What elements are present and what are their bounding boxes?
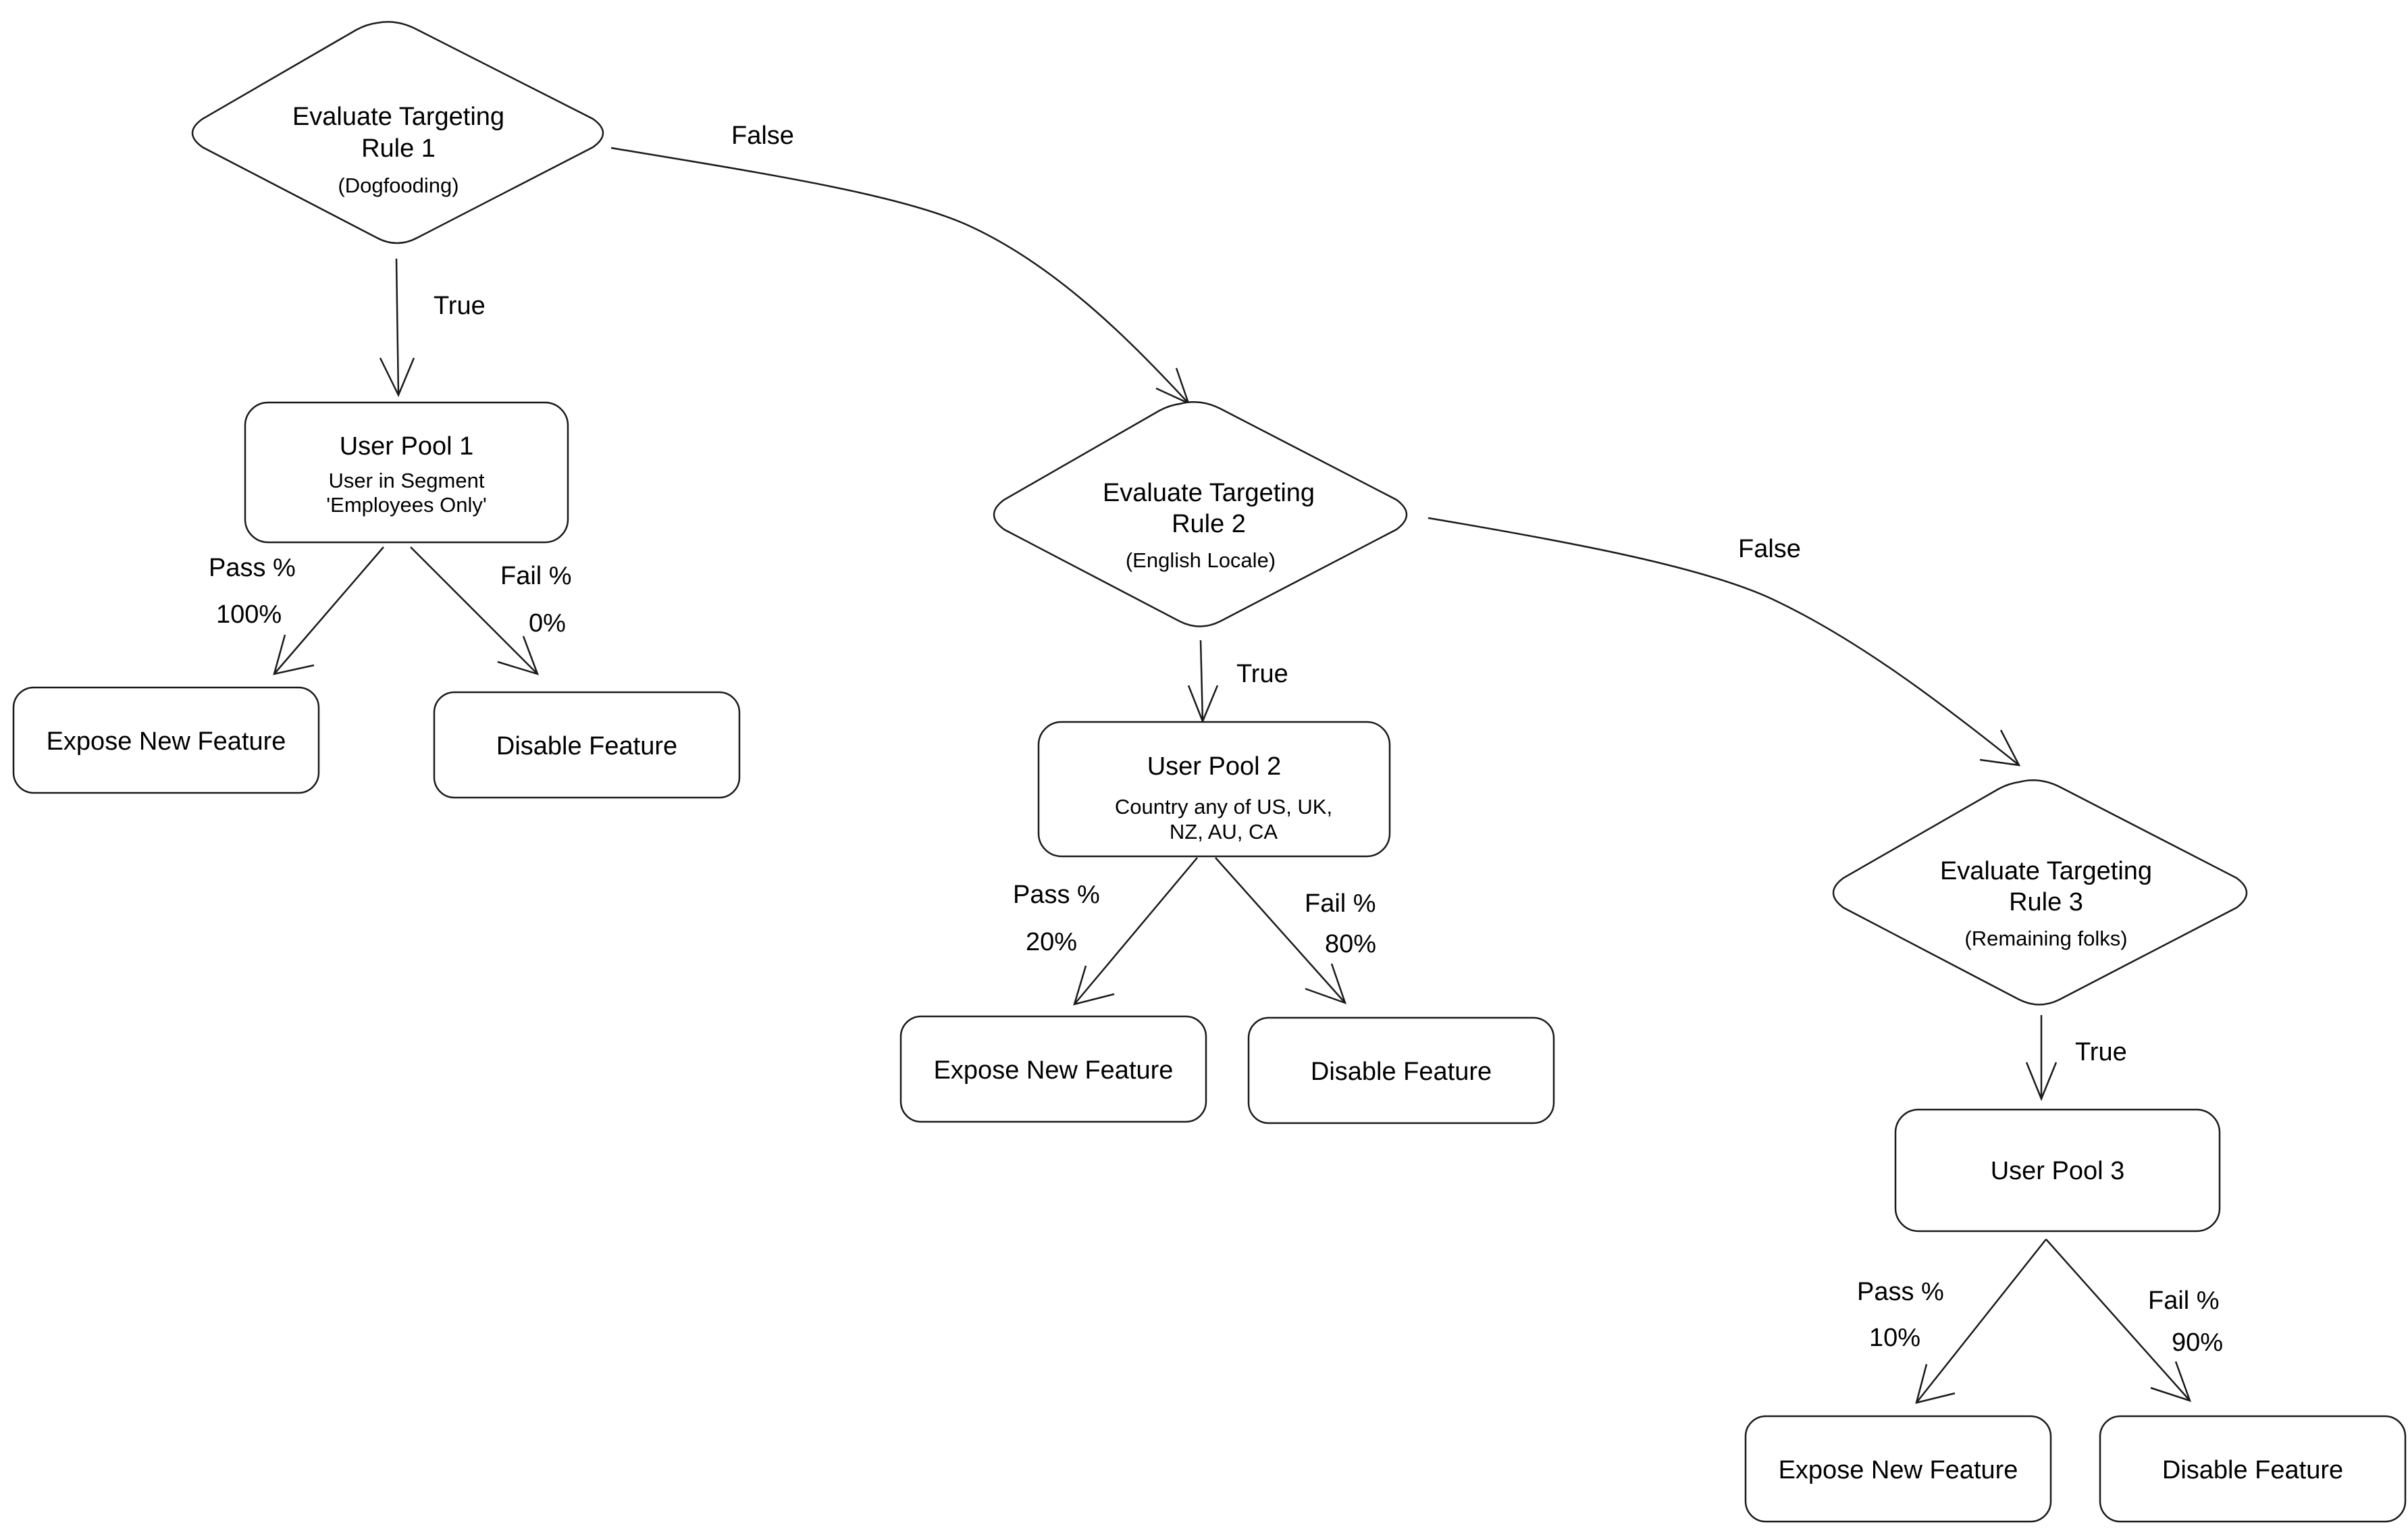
- rule-node-3[interactable]: Evaluate Targeting Rule 3 (Remaining fol…: [1832, 779, 2248, 1006]
- split2-pass-pct: 20%: [1026, 928, 1077, 956]
- edge-pool2-pass: [1073, 857, 1198, 1006]
- edge-label-false-rule2: False: [1738, 535, 1801, 563]
- edge-pool3-fail: [2045, 1239, 2192, 1402]
- disable-label: Disable Feature: [496, 732, 677, 760]
- pool-desc-line1: User in Segment: [329, 469, 485, 492]
- pool-desc-line1: Country any of US, UK,: [1115, 795, 1332, 819]
- expose-feature-node-1[interactable]: Expose New Feature: [12, 686, 320, 794]
- expose-label: Expose New Feature: [47, 727, 286, 756]
- rule-node-2[interactable]: Evaluate Targeting Rule 2 (English Local…: [993, 400, 1408, 627]
- rule-node-1[interactable]: Evaluate Targeting Rule 1 (Dogfooding): [191, 21, 604, 244]
- pool-title: User Pool 2: [1147, 752, 1282, 781]
- edge-pool3-pass: [1915, 1239, 2047, 1404]
- disable-label: Disable Feature: [2162, 1456, 2343, 1484]
- rule-subtitle: (English Locale): [1126, 548, 1276, 572]
- user-pool-node-3[interactable]: User Pool 3: [1894, 1108, 2221, 1233]
- disable-feature-node-2[interactable]: Disable Feature: [1247, 1016, 1555, 1124]
- pool-title: User Pool 1: [340, 432, 474, 461]
- rule-subtitle: (Remaining folks): [1964, 927, 2127, 950]
- edge-pool1-fail: [410, 546, 540, 675]
- edge-pool1-pass: [273, 546, 384, 675]
- edge-pool2-fail: [1215, 857, 1347, 1005]
- user-pool-node-2[interactable]: User Pool 2 Country any of US, UK, NZ, A…: [1037, 721, 1391, 858]
- edge-label-fail-pool3: Fail %: [2148, 1287, 2220, 1315]
- pool-desc-line2: 'Employees Only': [326, 493, 487, 517]
- edge-label-true-rule1: True: [434, 292, 486, 320]
- expose-feature-node-3[interactable]: Expose New Feature: [1744, 1415, 2052, 1523]
- rule-title-line1: Evaluate Targeting: [1103, 479, 1315, 507]
- pool-desc-line2: NZ, AU, CA: [1170, 820, 1278, 844]
- split1-pass-pct: 100%: [216, 600, 282, 629]
- edge-label-true-rule3: True: [2075, 1038, 2127, 1066]
- split1-fail-pct: 0%: [529, 609, 566, 638]
- rule-title-line1: Evaluate Targeting: [292, 103, 504, 131]
- split3-fail-pct: 90%: [2172, 1328, 2223, 1357]
- edge-rule1-true: [379, 258, 415, 398]
- user-pool-node-1[interactable]: User Pool 1 User in Segment 'Employees O…: [244, 401, 569, 544]
- edge-label-pass-pool2: Pass %: [1013, 881, 1100, 909]
- edge-label-false-rule1: False: [731, 122, 794, 150]
- edge-label-fail-pool2: Fail %: [1305, 889, 1376, 918]
- disable-feature-node-1[interactable]: Disable Feature: [433, 691, 741, 799]
- edges: [273, 147, 2192, 1404]
- edge-label-fail-pool1: Fail %: [500, 562, 572, 590]
- rule-title-line2: Rule 1: [361, 134, 436, 163]
- edge-rule1-false: [610, 147, 1190, 405]
- disable-feature-node-3[interactable]: Disable Feature: [2099, 1415, 2407, 1523]
- edge-rule2-true: [1187, 640, 1219, 724]
- expose-label: Expose New Feature: [934, 1056, 1174, 1085]
- rule-title-line1: Evaluate Targeting: [1940, 857, 2152, 885]
- edge-label-pass-pool3: Pass %: [1857, 1278, 1944, 1306]
- edge-rule2-false: [1428, 517, 2021, 767]
- rule-title-line2: Rule 3: [2009, 888, 2083, 916]
- edge-label-true-rule2: True: [1236, 660, 1288, 688]
- expose-label: Expose New Feature: [1779, 1456, 2018, 1484]
- edge-rule3-true: [2025, 1015, 2058, 1102]
- edge-labels: True False Pass % 100% Fail % 0% True Fa…: [209, 122, 2223, 1357]
- expose-feature-node-2[interactable]: Expose New Feature: [899, 1015, 1207, 1123]
- split2-fail-pct: 80%: [1325, 930, 1376, 958]
- rule-title-line2: Rule 2: [1172, 510, 1246, 538]
- disable-label: Disable Feature: [1311, 1058, 1492, 1086]
- rule-subtitle: (Dogfooding): [338, 174, 459, 197]
- pool-title: User Pool 3: [1991, 1157, 2125, 1185]
- edge-label-pass-pool1: Pass %: [209, 554, 296, 582]
- split3-pass-pct: 10%: [1869, 1324, 1920, 1352]
